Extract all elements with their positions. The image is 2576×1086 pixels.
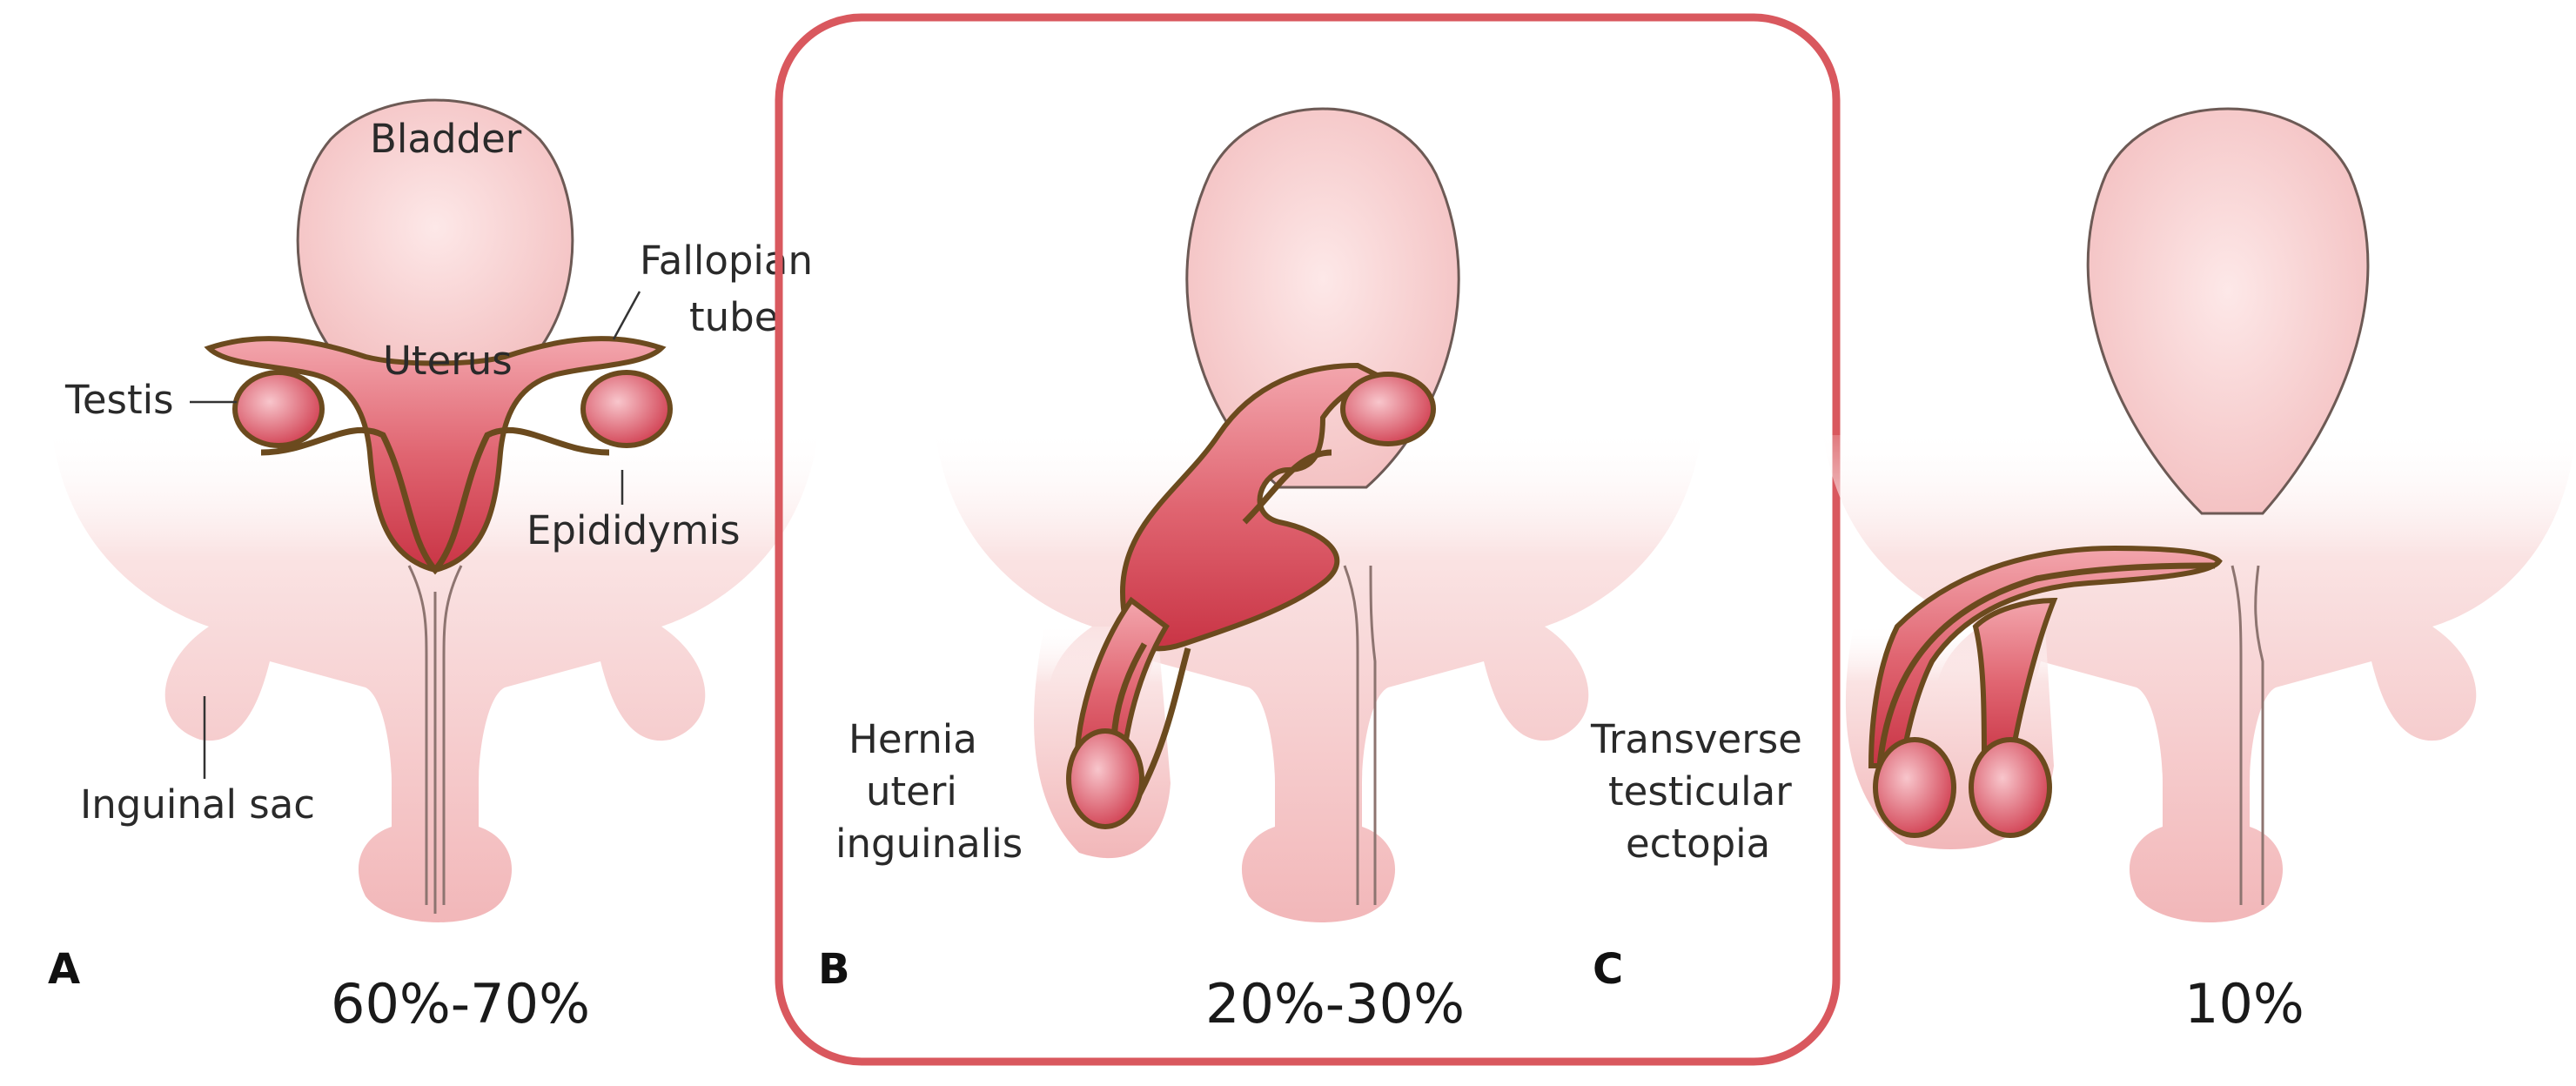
label-uterus: Uterus bbox=[383, 338, 513, 384]
label-hernia: Hernia bbox=[849, 716, 977, 762]
label-uteri: uteri bbox=[866, 768, 957, 814]
panel-c: Transverse testicular ectopia C 10% bbox=[1590, 109, 2576, 1036]
label-fallopian-tube: tube bbox=[689, 294, 778, 340]
percent-b: 20%-30% bbox=[1205, 972, 1465, 1036]
panel-letter-b: B bbox=[818, 945, 850, 994]
label-bladder: Bladder bbox=[370, 116, 522, 162]
label-epididymis: Epididymis bbox=[527, 507, 741, 553]
percent-a: 60%-70% bbox=[331, 972, 590, 1036]
label-testis: Testis bbox=[64, 377, 174, 423]
label-inguinal-sac: Inguinal sac bbox=[80, 781, 315, 828]
label-ectopia: ectopia bbox=[1626, 821, 1770, 867]
testis-herniated-b bbox=[1069, 731, 1142, 827]
testis-left-a bbox=[235, 372, 322, 446]
label-transverse: Transverse bbox=[1590, 716, 1802, 762]
testis-left-c bbox=[1875, 740, 1954, 835]
panel-letter-a: A bbox=[48, 945, 80, 994]
leader-fallopian bbox=[614, 292, 640, 339]
testis-upper-b bbox=[1343, 374, 1433, 444]
label-testicular: testicular bbox=[1608, 768, 1792, 814]
panel-a: Bladder Fallopian tube Uterus Testis Epi… bbox=[48, 100, 818, 1036]
panel-b: Hernia uteri inguinalis B 20%-30% bbox=[779, 17, 1836, 1062]
label-inguinalis: inguinalis bbox=[835, 821, 1023, 867]
panel-letter-c: C bbox=[1593, 945, 1623, 994]
testis-right-a bbox=[583, 372, 670, 446]
testis-right-c bbox=[1971, 740, 2049, 835]
percent-c: 10% bbox=[2184, 972, 2304, 1036]
label-fallopian: Fallopian bbox=[640, 238, 813, 284]
